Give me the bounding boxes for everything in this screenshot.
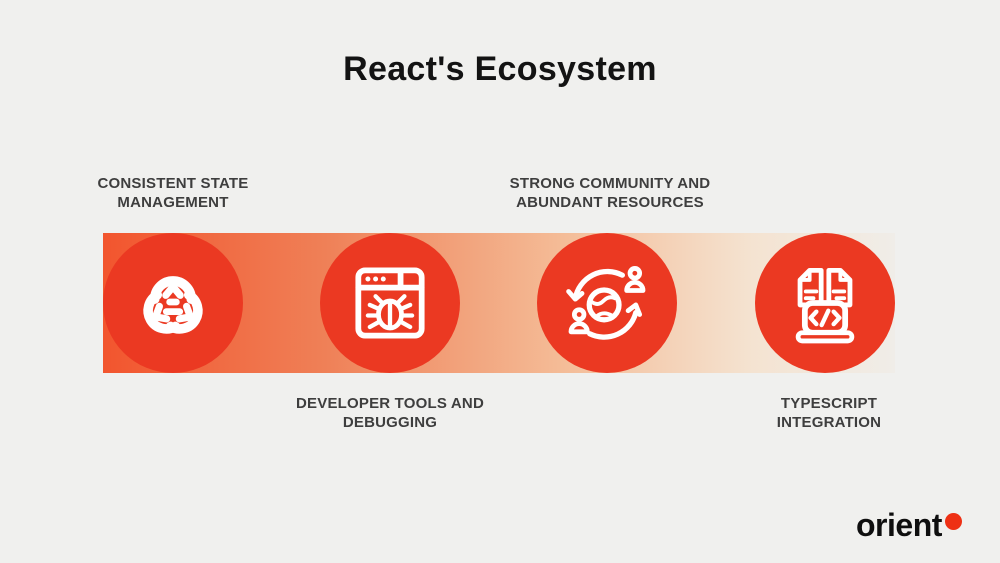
brand-logo-text: orient bbox=[856, 507, 942, 543]
label-line: MANAGEMENT bbox=[117, 194, 229, 211]
label-line: STRONG COMMUNITY AND bbox=[509, 175, 711, 192]
item-label-typescript: TYPESCRIPT INTEGRATION bbox=[679, 394, 979, 432]
brand-logo: orient bbox=[856, 506, 962, 544]
page-title: React's Ecosystem bbox=[343, 50, 657, 88]
item-label-community: STRONG COMMUNITY AND ABUNDANT RESOURCES bbox=[460, 174, 760, 212]
circle-state-management bbox=[103, 233, 243, 373]
label-line: ABUNDANT RESOURCES bbox=[516, 194, 704, 211]
code-laptop-documents-icon bbox=[795, 267, 855, 344]
item-label-developer-tools: DEVELOPER TOOLS AND DEBUGGING bbox=[240, 394, 540, 432]
label-line: CONSISTENT STATE bbox=[97, 175, 249, 192]
label-line: DEVELOPER TOOLS AND bbox=[296, 395, 484, 412]
circle-developer-tools bbox=[320, 233, 460, 373]
community-globe-icon bbox=[566, 266, 646, 340]
label-line: DEBUGGING bbox=[342, 414, 438, 431]
state-cycle-icon bbox=[125, 276, 221, 351]
circle-typescript bbox=[755, 233, 895, 373]
label-line: INTEGRATION bbox=[776, 414, 882, 431]
browser-bug-icon bbox=[355, 267, 425, 339]
brand-logo-dot-icon bbox=[944, 513, 962, 530]
circle-community bbox=[537, 233, 677, 373]
item-label-state-management: CONSISTENT STATE MANAGEMENT bbox=[23, 174, 323, 212]
label-line: TYPESCRIPT bbox=[780, 395, 878, 412]
